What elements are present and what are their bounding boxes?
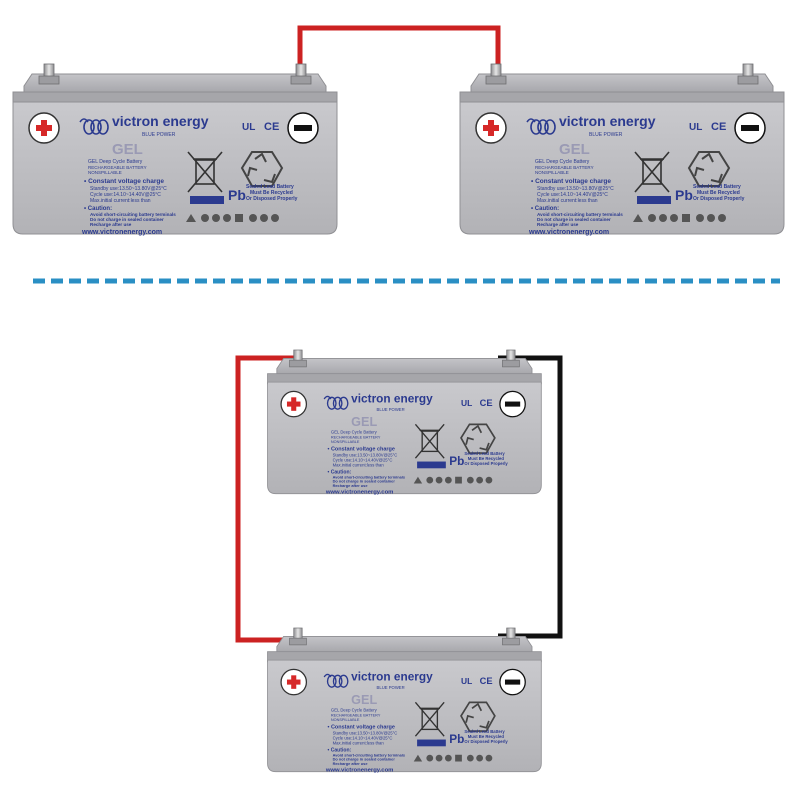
- battery-label-caution: • Caution:: [328, 747, 352, 753]
- battery-label-desc1: GEL Deep Cycle Battery: [331, 708, 378, 713]
- battery-label-caution3: Recharge after use: [90, 222, 132, 227]
- battery-label-pb: Pb: [449, 732, 464, 746]
- battery-label-url: www.victronenergy.com: [325, 490, 394, 496]
- battery-label-caution3: Recharge after use: [333, 761, 369, 766]
- battery-label-ul: UL: [461, 676, 472, 686]
- battery-label-sealed3: Or Disposed Properly: [464, 739, 508, 744]
- battery-label-sealed2: Must Be Recycled: [468, 456, 505, 461]
- battery-label-gel: GEL: [559, 141, 590, 158]
- battery-label-desc3: NONSPILLABLE: [331, 440, 360, 444]
- battery-label-sealed2: Must Be Recycled: [250, 190, 293, 196]
- battery-label-desc3: NONSPILLABLE: [535, 170, 569, 175]
- battery-label-caution1: Avoid short-circuiting battery terminals: [90, 212, 176, 217]
- battery-label-desc3: NONSPILLABLE: [331, 718, 360, 722]
- battery-label-desc2: RECHARGEABLE BATTERY: [535, 165, 594, 170]
- battery-label-maxcur: Max.initial current:less than: [90, 198, 151, 204]
- battery-label-pb: Pb: [449, 454, 464, 468]
- battery-label-sealed1: Sealed Lead Battery: [464, 729, 505, 734]
- battery-label-caution2: Do not charge in sealed container: [333, 479, 396, 484]
- battery-label-maxcur: Max.initial current:less than: [537, 198, 598, 204]
- battery-label-maxcur: Max.initial current:less than: [333, 463, 385, 468]
- battery-label-caution2: Do not charge in sealed container: [90, 217, 164, 222]
- battery-label-brand: victron energy: [351, 669, 433, 683]
- battery-label-desc2: RECHARGEABLE BATTERY: [331, 436, 381, 440]
- battery-label-desc3: NONSPILLABLE: [88, 170, 122, 175]
- battery-label-caution1: Avoid short-circuiting battery terminals: [537, 212, 623, 217]
- battery-label-sealed3: Or Disposed Properly: [693, 196, 745, 202]
- battery-label-desc1: GEL Deep Cycle Battery: [535, 159, 590, 165]
- parallel-positive-wire: [235, 355, 296, 643]
- battery-label-pb: Pb: [675, 187, 693, 203]
- battery-label-desc2: RECHARGEABLE BATTERY: [88, 165, 147, 170]
- battery-label-ul: UL: [461, 398, 472, 408]
- battery-label-standby: Standby use:13.50~13.80V@25°C: [90, 186, 167, 192]
- battery-label-ce: CE: [480, 398, 493, 408]
- battery-label-ce: CE: [711, 121, 726, 133]
- battery-label-brand: victron energy: [559, 113, 656, 129]
- battery-label-tagline: BLUE POWER: [142, 132, 176, 138]
- battery-label-caution1: Avoid short-circuiting battery terminals: [333, 474, 405, 479]
- battery-label-standby: Standby use:13.50~13.80V@25°C: [333, 730, 398, 735]
- battery-label-sealed3: Or Disposed Properly: [464, 461, 508, 466]
- battery-label-ul: UL: [689, 122, 702, 133]
- battery-label-desc1: GEL Deep Cycle Battery: [88, 159, 143, 165]
- battery-label-cv_title: • Constant voltage charge: [531, 178, 611, 185]
- battery-label-desc2: RECHARGEABLE BATTERY: [331, 714, 381, 718]
- battery-label-tagline: BLUE POWER: [377, 407, 405, 412]
- battery-label-brand: victron energy: [112, 113, 209, 129]
- battery-label-url: www.victronenergy.com: [81, 229, 162, 236]
- battery-label-sealed3: Or Disposed Properly: [246, 196, 298, 202]
- battery-label-sealed2: Must Be Recycled: [468, 734, 505, 739]
- battery-label-caution3: Recharge after use: [333, 483, 369, 488]
- battery-label-ul: UL: [242, 122, 255, 133]
- battery-label-ce: CE: [264, 121, 279, 133]
- battery-label-maxcur: Max.initial current:less than: [333, 741, 385, 746]
- battery-label-cycle: Cycle use:14.10~14.40V@25°C: [333, 458, 393, 463]
- battery-label-ce: CE: [480, 676, 493, 686]
- series-wire: [297, 25, 501, 70]
- battery-label-cv_title: • Constant voltage charge: [328, 447, 395, 453]
- battery-label-sealed1: Sealed Lead Battery: [693, 184, 741, 190]
- battery-label-standby: Standby use:13.50~13.80V@25°C: [537, 186, 614, 192]
- parallel-negative-wire: [498, 355, 563, 639]
- battery-label-caution2: Do not charge in sealed container: [333, 757, 396, 762]
- battery-label-caution2: Do not charge in sealed container: [537, 217, 611, 222]
- battery-label-cycle: Cycle use:14.10~14.40V@25°C: [90, 192, 161, 198]
- battery-label-brand: victron energy: [351, 391, 433, 405]
- battery-label-gel: GEL: [112, 141, 143, 158]
- battery-label-caution1: Avoid short-circuiting battery terminals: [333, 752, 405, 757]
- battery-label-cv_title: • Constant voltage charge: [84, 178, 164, 185]
- battery-label-caution: • Caution:: [328, 469, 352, 475]
- battery-label-cycle: Cycle use:14.10~14.40V@25°C: [333, 736, 393, 741]
- battery-label-tagline: BLUE POWER: [589, 132, 623, 138]
- battery-label-desc1: GEL Deep Cycle Battery: [331, 430, 378, 435]
- battery-label-caution: • Caution:: [84, 206, 112, 212]
- battery-label-sealed1: Sealed Lead Battery: [464, 451, 505, 456]
- battery-label-cycle: Cycle use:14.10~14.40V@25°C: [537, 192, 608, 198]
- battery-label-sealed1: Sealed Lead Battery: [246, 184, 294, 190]
- battery-label-gel: GEL: [351, 693, 377, 707]
- battery-label-tagline: BLUE POWER: [377, 685, 405, 690]
- battery-label-pb: Pb: [228, 187, 246, 203]
- battery-label-caution: • Caution:: [531, 206, 559, 212]
- battery-label-caution3: Recharge after use: [537, 222, 579, 227]
- battery-label-url: www.victronenergy.com: [528, 229, 609, 236]
- battery-label-url: www.victronenergy.com: [325, 768, 394, 774]
- battery-label-gel: GEL: [351, 415, 377, 429]
- battery-label-cv_title: • Constant voltage charge: [328, 725, 395, 731]
- battery-label-sealed2: Must Be Recycled: [697, 190, 740, 196]
- battery-label-standby: Standby use:13.50~13.80V@25°C: [333, 452, 398, 457]
